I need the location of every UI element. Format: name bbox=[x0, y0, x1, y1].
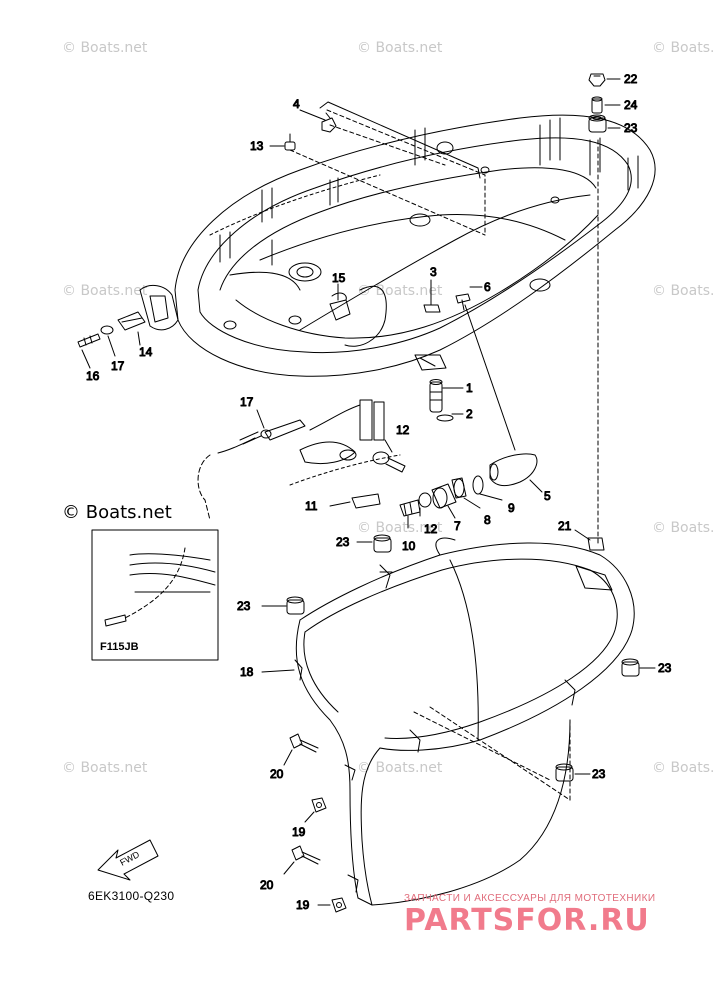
callout-12: 12 bbox=[396, 423, 410, 437]
leader-lines-dashed bbox=[289, 109, 599, 801]
callout-23: 23 bbox=[592, 767, 606, 781]
callout-23: 23 bbox=[336, 535, 350, 549]
callout-21: 21 bbox=[558, 519, 572, 533]
callout-10: 10 bbox=[402, 539, 416, 553]
callout-20: 20 bbox=[260, 878, 274, 892]
callout-7: 7 bbox=[454, 519, 461, 533]
watermark: © Boats.net bbox=[62, 40, 148, 56]
callout-5: 5 bbox=[544, 489, 551, 503]
watermark: © Boats.net bbox=[62, 760, 148, 776]
part-23-grommet bbox=[286, 596, 305, 615]
watermark: © Boats.net bbox=[652, 520, 714, 536]
part-4-grommet bbox=[321, 112, 337, 133]
part-12-clamp-upper bbox=[372, 451, 406, 473]
callout-24: 24 bbox=[624, 98, 638, 112]
part-19-nut-upper bbox=[311, 797, 327, 813]
part-3-clip bbox=[423, 289, 441, 313]
callout-18: 18 bbox=[240, 665, 254, 679]
logo-wordmark: PARTSFOR.RU bbox=[404, 903, 650, 938]
hose-routing bbox=[229, 271, 387, 347]
part-12-clamp-lower bbox=[418, 492, 432, 508]
callout-1: 1 bbox=[466, 381, 473, 395]
part-23-grommet-top bbox=[588, 114, 607, 133]
part-24-collar bbox=[591, 96, 603, 114]
callout-23: 23 bbox=[624, 121, 638, 135]
callout-16: 16 bbox=[86, 369, 100, 383]
part-7-connector bbox=[431, 483, 457, 509]
part-8-nut bbox=[451, 477, 467, 499]
watermark: © Boats.net bbox=[62, 283, 148, 299]
logo-tagline: ЗАПЧАСТИ И АКСЕССУАРЫ ДЛЯ МОТОТЕХНИКИ bbox=[404, 893, 656, 904]
callout-2: 2 bbox=[466, 407, 473, 421]
part-13-screw bbox=[284, 133, 296, 151]
callout-23: 23 bbox=[237, 599, 251, 613]
part-5-cap bbox=[489, 453, 538, 486]
part-9-oring bbox=[472, 475, 484, 495]
callout-19: 19 bbox=[292, 825, 306, 839]
part-22-screw bbox=[588, 73, 606, 87]
fwd-arrow: FWD bbox=[97, 839, 159, 881]
callout-19: 19 bbox=[296, 898, 310, 912]
part-2-oring bbox=[436, 414, 454, 422]
flush-hose-assembly bbox=[197, 399, 401, 521]
part-23-grommet bbox=[621, 658, 640, 677]
fwd-label: FWD bbox=[118, 849, 141, 868]
part-number: 6EK3100-Q230 bbox=[88, 889, 175, 903]
part-10-nipple bbox=[399, 499, 421, 517]
part-19-nut-lower bbox=[331, 897, 347, 913]
callout-8: 8 bbox=[484, 513, 491, 527]
part-20-bolt-upper bbox=[289, 733, 319, 753]
watermark-large: © Boats.net bbox=[62, 502, 172, 523]
bottom-cowling-tray bbox=[139, 114, 656, 377]
callout-13: 13 bbox=[250, 139, 264, 153]
callout-12: 12 bbox=[424, 522, 438, 536]
part-21-bracket bbox=[587, 537, 605, 551]
part-11-bracket bbox=[351, 493, 381, 509]
watermark: © Boats.net bbox=[357, 40, 443, 56]
part-15-clamp bbox=[329, 292, 351, 321]
part-23-grommet bbox=[555, 763, 574, 782]
watermark: © Boats.net bbox=[652, 760, 714, 776]
detail-inset bbox=[91, 529, 219, 661]
part-14-fitting bbox=[117, 311, 146, 331]
callout-3: 3 bbox=[430, 265, 437, 279]
watermark: © Boats.net bbox=[357, 760, 443, 776]
part-1-plug bbox=[429, 379, 443, 413]
callout-6: 6 bbox=[484, 280, 491, 294]
callout-17: 17 bbox=[111, 359, 125, 373]
part-16-hose-joint bbox=[77, 333, 101, 348]
callout-22: 22 bbox=[624, 72, 638, 86]
part-17-clip bbox=[100, 325, 114, 335]
callout-4: 4 bbox=[293, 97, 300, 111]
callout-23: 23 bbox=[658, 661, 672, 675]
part-23-grommet bbox=[373, 534, 392, 553]
callout-17: 17 bbox=[240, 395, 254, 409]
callout-20: 20 bbox=[270, 767, 284, 781]
inset-label: F115JB bbox=[100, 641, 139, 653]
watermark: © Boats.net bbox=[652, 283, 714, 299]
watermark: © Boats.net bbox=[652, 40, 714, 56]
lower-cowling bbox=[294, 537, 635, 906]
callout-11: 11 bbox=[305, 499, 318, 513]
watermark: © Boats.net bbox=[357, 520, 443, 536]
leader-line bbox=[319, 101, 481, 179]
callout-9: 9 bbox=[508, 501, 515, 515]
callout-15: 15 bbox=[332, 271, 346, 285]
callout-14: 14 bbox=[139, 345, 153, 359]
part-20-bolt-lower bbox=[291, 845, 321, 865]
part-6-screw bbox=[455, 293, 471, 311]
callouts: 22 24 23 4 13 3 6 15 14 17 16 1 2 17 12 … bbox=[81, 72, 672, 913]
